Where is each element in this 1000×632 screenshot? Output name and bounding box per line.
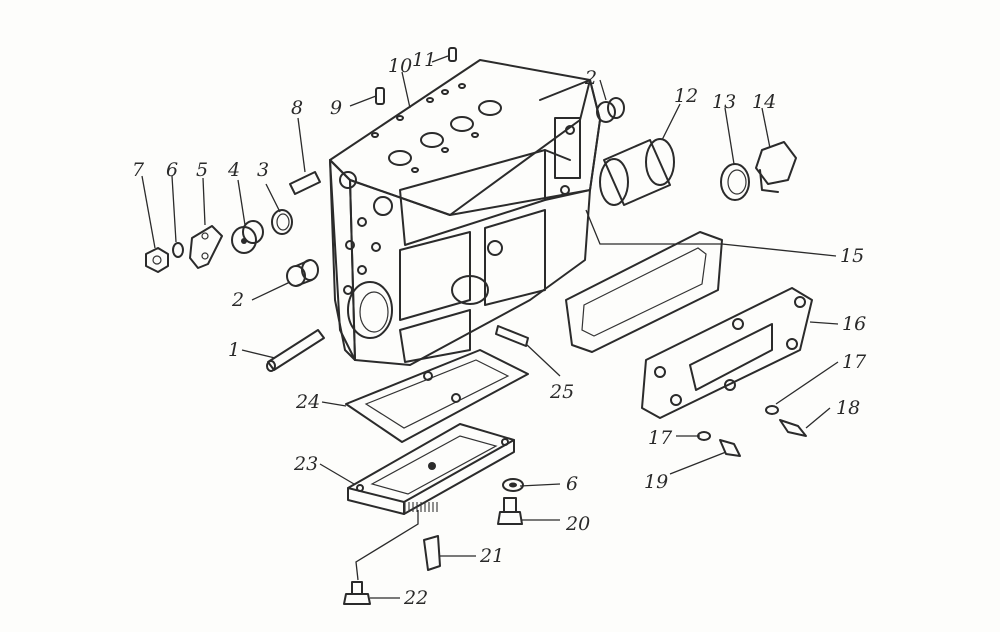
pin-11 bbox=[448, 47, 457, 62]
sleeve-12 bbox=[599, 138, 675, 206]
cap-4 bbox=[231, 220, 264, 254]
callout-12: 12 bbox=[674, 85, 698, 107]
bushing-2-right bbox=[596, 97, 625, 123]
ring-3 bbox=[271, 209, 293, 235]
nut-7 bbox=[145, 247, 169, 273]
callout-16: 16 bbox=[842, 313, 866, 335]
gasket-15 bbox=[565, 231, 723, 353]
callout-19: 19 bbox=[644, 471, 668, 493]
callout-15: 15 bbox=[840, 245, 864, 267]
stud-1 bbox=[266, 329, 325, 372]
plate-23 bbox=[347, 423, 515, 515]
plug-14 bbox=[755, 141, 797, 193]
washer-17-right bbox=[765, 405, 779, 415]
callout-6-left: 6 bbox=[166, 159, 178, 181]
housing-block bbox=[329, 59, 601, 366]
callout-8: 8 bbox=[291, 97, 303, 119]
callout-2-left: 2 bbox=[231, 289, 244, 311]
callout-24: 24 bbox=[295, 391, 320, 413]
callout-17-left: 17 bbox=[648, 427, 673, 449]
washer-6-bottom bbox=[502, 478, 524, 492]
callout-7: 7 bbox=[132, 159, 145, 181]
callout-20: 20 bbox=[565, 513, 590, 535]
leader-lines bbox=[141, 55, 839, 599]
callout-6-bottom: 6 bbox=[566, 473, 578, 495]
bolt-20 bbox=[497, 497, 523, 525]
bolt-19 bbox=[719, 439, 741, 457]
pin-9 bbox=[375, 87, 385, 105]
callout-2-right: 2 bbox=[584, 67, 597, 89]
washer-6-left bbox=[172, 242, 184, 258]
bolt-22 bbox=[343, 581, 371, 605]
callout-9: 9 bbox=[330, 97, 342, 119]
callout-10: 10 bbox=[388, 55, 412, 77]
cover-16 bbox=[641, 287, 813, 419]
callout-14: 14 bbox=[752, 91, 776, 113]
callout-5: 5 bbox=[196, 159, 208, 181]
callout-13: 13 bbox=[712, 91, 736, 113]
callout-11: 11 bbox=[412, 49, 436, 71]
stud-25 bbox=[495, 325, 529, 347]
callout-4: 4 bbox=[227, 159, 240, 181]
callout-21: 21 bbox=[479, 545, 504, 567]
plate-5 bbox=[189, 225, 223, 269]
callout-3: 3 bbox=[257, 159, 269, 181]
callout-17-right: 17 bbox=[842, 351, 867, 373]
gasket-24 bbox=[345, 349, 529, 443]
callout-18: 18 bbox=[836, 397, 860, 419]
bolt-18 bbox=[779, 419, 807, 437]
stud-8 bbox=[289, 171, 321, 195]
screw-21 bbox=[423, 535, 441, 571]
bushing-2-left bbox=[286, 259, 319, 287]
callout-22: 22 bbox=[403, 587, 428, 609]
callout-23: 23 bbox=[293, 453, 318, 475]
callout-25: 25 bbox=[549, 381, 574, 403]
ring-13 bbox=[720, 163, 750, 201]
callout-1: 1 bbox=[228, 339, 240, 361]
